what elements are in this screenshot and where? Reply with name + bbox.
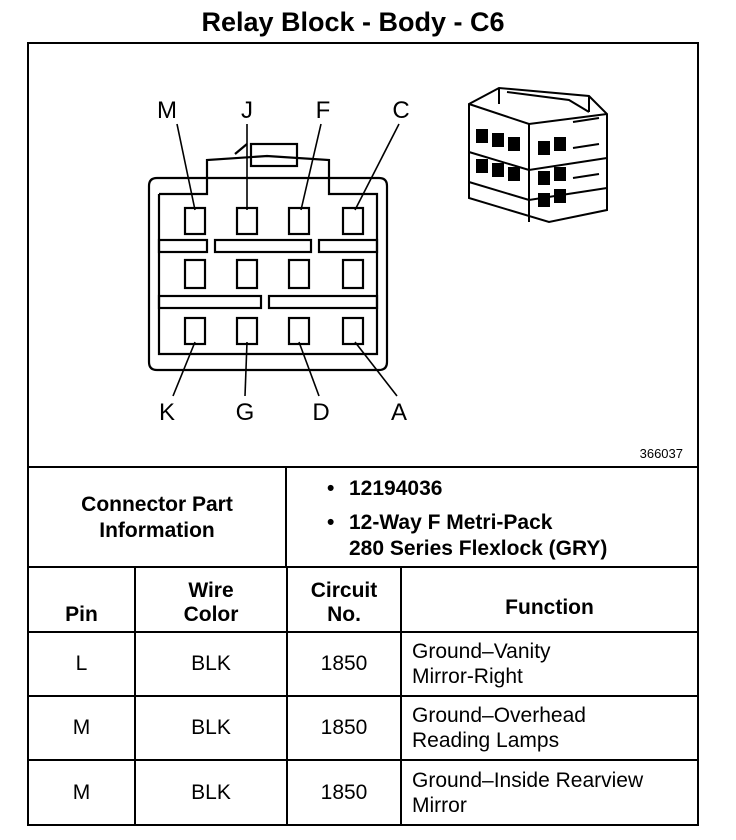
separator-bar-lower-right — [267, 294, 379, 310]
pin-label-m: M — [157, 97, 177, 124]
connector-sheet: M J F C K G D A 366037 Connector Part In… — [27, 42, 699, 826]
pin-label-g: G — [236, 399, 255, 426]
connector-info-details: • 12194036 • 12-Way F Metri-Pack 280 Ser… — [287, 468, 697, 568]
cavity-e — [287, 258, 311, 290]
cavity-l — [183, 258, 207, 290]
leader-line-k — [172, 341, 196, 397]
circuit-cell: 1850 — [286, 631, 402, 697]
leader-line-g — [244, 341, 248, 397]
pin-cell: M — [29, 759, 136, 824]
cavity-j — [235, 206, 259, 236]
leader-line-f — [300, 123, 322, 211]
separator-bar-upper-right — [317, 238, 379, 254]
connector-description-line1: 12-Way F Metri-Pack — [349, 511, 553, 534]
cavity-f — [287, 206, 311, 236]
connector-info-label-line2: Information — [99, 519, 215, 542]
page-title: Relay Block - Body - C6 — [201, 7, 505, 37]
header-function: Function — [400, 568, 697, 633]
leader-line-d — [298, 341, 320, 397]
connector-latch — [205, 154, 331, 178]
cavity-g — [235, 316, 259, 346]
connector-info-label: Connector Part Information — [29, 468, 287, 568]
wire-color-cell: BLK — [134, 759, 288, 824]
connector-isometric-view — [468, 86, 608, 224]
cavity-b — [341, 258, 365, 290]
header-pin: Pin — [29, 568, 136, 633]
part-number-item: • 12194036 — [327, 476, 697, 502]
pin-label-f: F — [316, 97, 331, 124]
latch-window — [249, 142, 299, 168]
part-number: 12194036 — [349, 477, 443, 500]
pin-cell: M — [29, 695, 136, 761]
connector-face-drawing: M J F C K G D A 366037 — [147, 86, 683, 461]
connector-housing-outline — [147, 176, 389, 372]
bullet-icon: • — [327, 477, 335, 500]
cavity-a — [341, 316, 365, 346]
connector-housing-inner — [157, 178, 379, 356]
cavity-c — [341, 206, 365, 236]
leader-line-a — [354, 341, 398, 397]
pin-label-j: J — [241, 97, 253, 124]
leader-line-c — [354, 123, 400, 211]
connector-description-line2: 280 Series Flexlock (GRY) — [349, 537, 608, 560]
connector-part-information: Connector Part Information • 12194036 • … — [29, 468, 697, 568]
connector-info-label-line1: Connector Part — [81, 493, 233, 516]
bullet-icon: • — [327, 511, 335, 534]
pin-label-d: D — [312, 399, 329, 426]
leader-line-m — [176, 123, 196, 211]
wire-color-cell: BLK — [134, 631, 288, 697]
pin-label-a: A — [391, 399, 407, 426]
cavity-k — [183, 316, 207, 346]
cavity-d — [287, 316, 311, 346]
connector-diagram: M J F C K G D A 366037 — [29, 44, 697, 468]
pin-cell: L — [29, 631, 136, 697]
cavity-h — [235, 258, 259, 290]
separator-bar-lower-left — [157, 294, 263, 310]
connector-description-item: • 12-Way F Metri-Pack 280 Series Flexloc… — [327, 510, 697, 562]
pin-label-c: C — [392, 97, 409, 124]
separator-bar-upper-left — [157, 238, 209, 254]
drawing-reference-number: 366037 — [640, 446, 683, 461]
pin-label-k: K — [159, 399, 175, 426]
circuit-cell: 1850 — [286, 759, 402, 824]
cavity-m — [183, 206, 207, 236]
wire-color-cell: BLK — [134, 695, 288, 761]
circuit-cell: 1850 — [286, 695, 402, 761]
separator-bar-upper-mid — [213, 238, 313, 254]
